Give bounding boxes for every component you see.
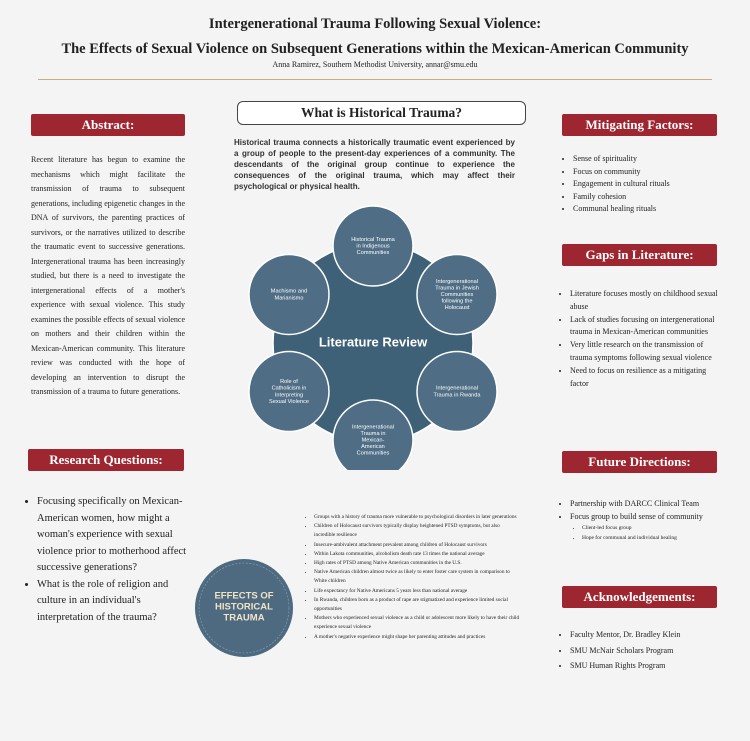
gap-item: Need to focus on resilience as a mitigat…	[570, 365, 725, 391]
topic-label: Mexican-	[362, 437, 385, 443]
research-questions-heading: Research Questions:	[28, 449, 184, 471]
topic-circle	[248, 350, 330, 433]
acknowledgements-heading: Acknowledgements:	[562, 586, 717, 608]
effect-item: A mother's negative experience might sha…	[314, 633, 521, 642]
future-item: Partnership with DARCC Clinical Team	[570, 497, 725, 510]
mitigating-factor: Communal healing rituals	[573, 203, 723, 216]
topic-label: Holocaust	[445, 305, 470, 311]
effects-list: Groups with a history of trauma more vul…	[306, 513, 521, 642]
effect-item: Mothers who experienced sexual violence …	[314, 614, 521, 632]
future-directions-list: Partnership with DARCC Clinical Team Foc…	[560, 497, 725, 543]
topic-label: Catholicism in	[272, 386, 307, 392]
abstract-text: Recent literature has begun to examine t…	[31, 155, 185, 396]
topic-label: Historical Trauma	[351, 237, 395, 243]
topic-label: Sexual Violence	[269, 399, 309, 405]
research-question: What is the role of religion and culture…	[37, 577, 199, 627]
research-question: Focusing specifically on Mexican-America…	[37, 494, 199, 577]
effect-item: Insecure-ambivalent attachment prevalent…	[314, 541, 521, 550]
effect-item: High rates of PTSD among Native American…	[314, 559, 521, 568]
effect-item: Life expectancy for Native Americans 5 y…	[314, 587, 521, 596]
effect-item: Groups with a history of trauma more vul…	[314, 513, 521, 522]
effect-item: In Rwanda, children born as a product of…	[314, 596, 521, 614]
gap-item: Lack of studies focusing on intergenerat…	[570, 314, 725, 340]
literature-review-label: Literature Review	[319, 334, 428, 349]
topic-label: Trauma in Jewish	[435, 285, 479, 291]
title-divider	[38, 79, 712, 80]
topic-label: Communities	[357, 250, 390, 256]
topic-label: Communities	[441, 292, 474, 298]
topic-circle	[248, 253, 330, 336]
topic-circle	[416, 350, 498, 433]
effects-circle-label: EFFECTS OF	[214, 591, 273, 602]
gap-item: Very little research on the transmission…	[570, 339, 725, 365]
effect-item: Within Lakota communities, alcoholism de…	[314, 550, 521, 559]
topic-circle	[332, 205, 414, 287]
future-directions-heading: Future Directions:	[562, 451, 717, 473]
historical-trauma-text: Historical trauma connects a historicall…	[234, 138, 515, 191]
historical-trauma-heading: What is Historical Trauma?	[237, 101, 526, 125]
research-questions: Focusing specifically on Mexican-America…	[24, 494, 199, 626]
topic-label: Role of	[280, 379, 298, 385]
topic-circle	[416, 253, 498, 336]
topic-circle	[332, 399, 414, 470]
gap-item: Literature focuses mostly on childhood s…	[570, 288, 725, 314]
topic-label: American	[361, 444, 385, 450]
ack-item: SMU McNair Scholars Program	[570, 643, 725, 659]
topic-label: Communities	[357, 451, 390, 457]
gaps-list: Literature focuses mostly on childhood s…	[560, 288, 725, 390]
future-subitem: Client-led focus group	[582, 523, 725, 533]
ack-item: Faculty Mentor, Dr. Bradley Klein	[570, 627, 725, 643]
topic-label: Intergenerational	[352, 424, 394, 430]
author-line: Anna Ramirez, Southern Methodist Univers…	[272, 60, 478, 69]
topic-label: Machismo and	[271, 289, 307, 295]
gaps-heading: Gaps in Literature:	[562, 244, 717, 266]
mitigating-factors-list: Sense of spirituality Focus on community…	[563, 153, 723, 216]
topic-label: Intergenerational	[436, 279, 478, 285]
mitigating-factor: Family cohesion	[573, 191, 723, 204]
topic-label: Marianismo	[275, 295, 304, 301]
mitigating-factor: Focus on community	[573, 166, 723, 179]
topic-label: Interpreting	[275, 392, 303, 398]
topic-label: Trauma in	[361, 431, 386, 437]
effects-circle-label: TRAUMA	[223, 613, 264, 624]
poster-title: Intergenerational Trauma Following Sexua…	[208, 16, 542, 32]
mitigating-factors-heading: Mitigating Factors:	[562, 114, 717, 136]
mitigating-factor: Sense of spirituality	[573, 153, 723, 166]
poster-subtitle: The Effects of Sexual Violence on Subseq…	[61, 41, 689, 57]
mitigating-factor: Engagement in cultural rituals	[573, 178, 723, 191]
topic-label: Intergenerational	[436, 386, 478, 392]
topic-label: Trauma in Rwanda	[433, 392, 481, 398]
effects-circle-label: HISTORICAL	[215, 602, 273, 613]
abstract-heading: Abstract:	[31, 114, 185, 136]
ack-item: SMU Human Rights Program	[570, 658, 725, 674]
effect-item: Native American children almost twice as…	[314, 568, 521, 586]
acknowledgements-list: Faculty Mentor, Dr. Bradley Klein SMU Mc…	[560, 627, 725, 674]
future-subitem: Hope for communal and individual healing	[582, 533, 725, 543]
topic-label: in Indigenous	[356, 243, 389, 249]
topic-label: following the	[441, 299, 472, 305]
future-item: Focus group to build sense of community	[570, 510, 725, 523]
effect-item: Children of Holocaust survivors typicall…	[314, 522, 521, 540]
